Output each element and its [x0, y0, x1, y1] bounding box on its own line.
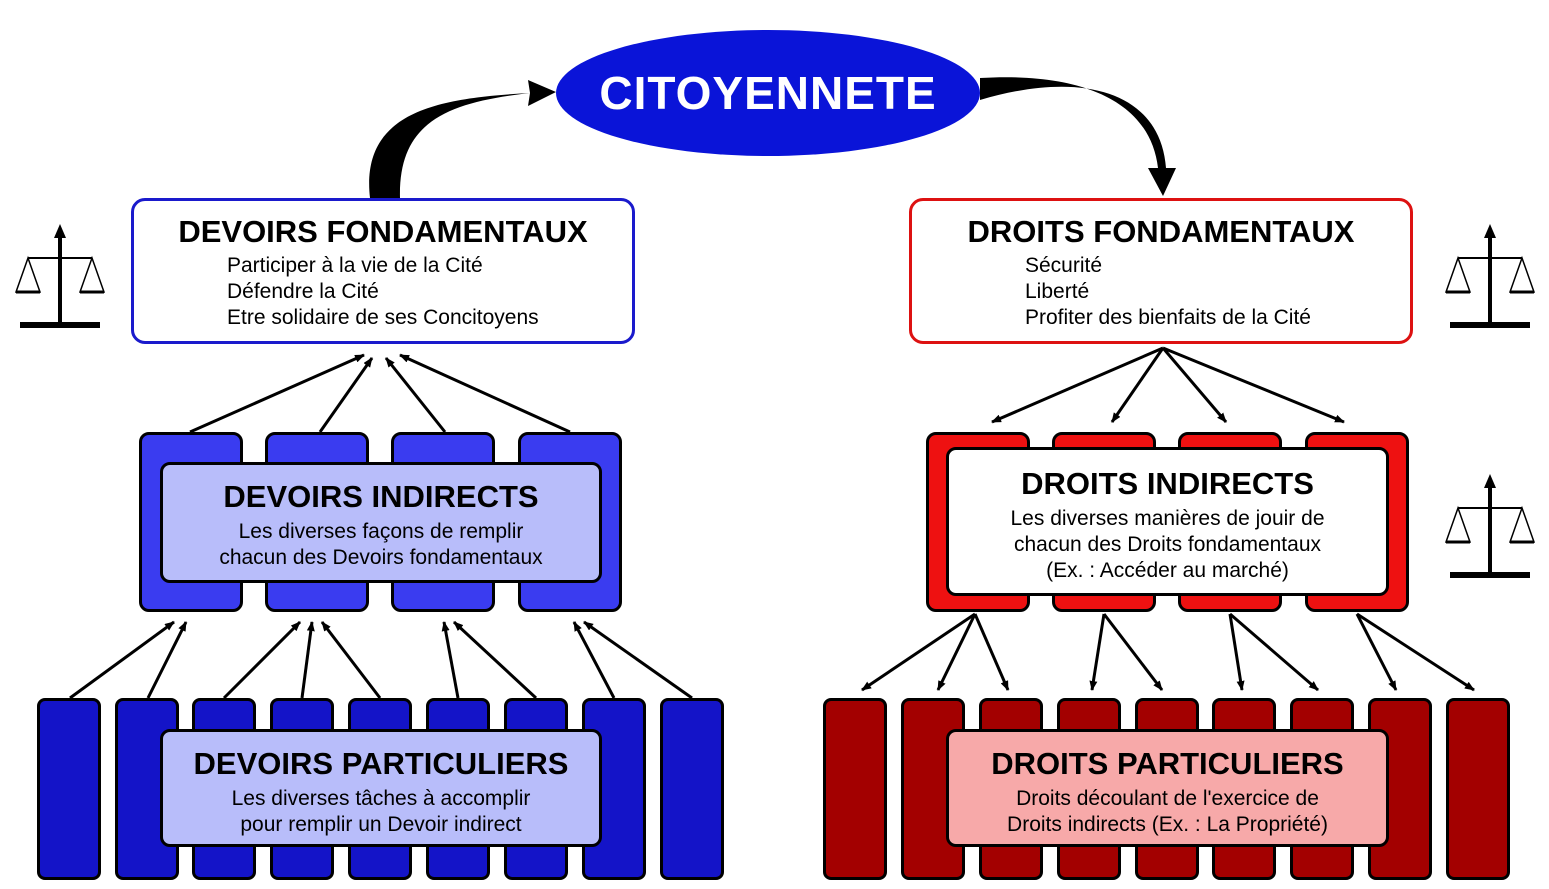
duties-particular-title: DEVOIRS PARTICULIERS	[193, 746, 569, 781]
balance-scale-icon	[1444, 474, 1536, 578]
duties-indirect-line: Les diverses façons de remplir	[238, 520, 524, 543]
rights-fundamental-item: Liberté	[1025, 280, 1090, 303]
citizenship-ellipse: CITOYENNETE	[556, 30, 980, 156]
duties-indirect-box: DEVOIRS INDIRECTS Les diverses façons de…	[160, 462, 602, 583]
rights-indirect-title: DROITS INDIRECTS	[1021, 466, 1314, 501]
duties-fundamental-item: Défendre la Cité	[227, 280, 379, 303]
rights-fundamental-item: Profiter des bienfaits de la Cité	[1025, 306, 1311, 329]
rights-indirect-line: Les diverses manières de jouir de	[1010, 507, 1325, 530]
duty-upward-arrows	[69, 353, 693, 700]
duty-to-citizenship-arrow	[369, 80, 556, 198]
rights-particular-title: DROITS PARTICULIERS	[991, 746, 1344, 781]
rights-downward-arrows	[861, 346, 1475, 692]
duties-fundamental-item: Etre solidaire de ses Concitoyens	[227, 306, 539, 329]
rights-indirect-box: DROITS INDIRECTS Les diverses manières d…	[946, 447, 1389, 596]
rights-fundamental-item: Sécurité	[1025, 254, 1103, 277]
rights-indirect-line: (Ex. : Accéder au marché)	[1046, 559, 1289, 582]
duties-fundamental-list: Participer à la vie de la Cité Défendre …	[134, 253, 632, 331]
duties-fundamental-title: DEVOIRS FONDAMENTAUX	[178, 214, 588, 249]
rights-fundamental-list: Sécurité Liberté Profiter des bienfaits …	[912, 253, 1410, 331]
rights-indirect-line: chacun des Droits fondamentaux	[1013, 533, 1321, 556]
rights-particular-desc: Droits découlant de l'exercice de Droits…	[949, 786, 1386, 838]
balance-scale-icon	[1444, 224, 1536, 328]
rights-indirect-desc: Les diverses manières de jouir de chacun…	[949, 506, 1386, 584]
rights-fundamental-title: DROITS FONDAMENTAUX	[967, 214, 1355, 249]
rights-particular-line: Droits indirects (Ex. : La Propriété)	[1007, 813, 1328, 836]
duties-fundamental-box: DEVOIRS FONDAMENTAUX Participer à la vie…	[131, 198, 635, 344]
duties-indirect-line: chacun des Devoirs fondamentaux	[219, 546, 543, 569]
rights-fundamental-box: DROITS FONDAMENTAUX Sécurité Liberté Pro…	[909, 198, 1413, 344]
rights-particular-box: DROITS PARTICULIERS Droits découlant de …	[946, 729, 1389, 847]
duties-particular-desc: Les diverses tâches à accomplir pour rem…	[163, 786, 599, 838]
citizenship-title: CITOYENNETE	[599, 67, 937, 119]
right-particular-bar	[823, 698, 887, 880]
duties-particular-box: DEVOIRS PARTICULIERS Les diverses tâches…	[160, 729, 602, 847]
rights-particular-line: Droits découlant de l'exercice de	[1016, 787, 1319, 810]
balance-scale-icon	[14, 224, 106, 328]
citizenship-to-rights-arrow	[980, 77, 1176, 196]
duties-particular-line: pour remplir un Devoir indirect	[240, 813, 522, 836]
duties-particular-line: Les diverses tâches à accomplir	[231, 787, 531, 810]
duty-particular-bar	[660, 698, 724, 880]
duties-fundamental-item: Participer à la vie de la Cité	[227, 254, 483, 277]
duties-indirect-title: DEVOIRS INDIRECTS	[223, 479, 539, 514]
duty-particular-bar	[37, 698, 101, 880]
right-particular-bar	[1446, 698, 1510, 880]
duties-indirect-desc: Les diverses façons de remplir chacun de…	[163, 519, 599, 571]
